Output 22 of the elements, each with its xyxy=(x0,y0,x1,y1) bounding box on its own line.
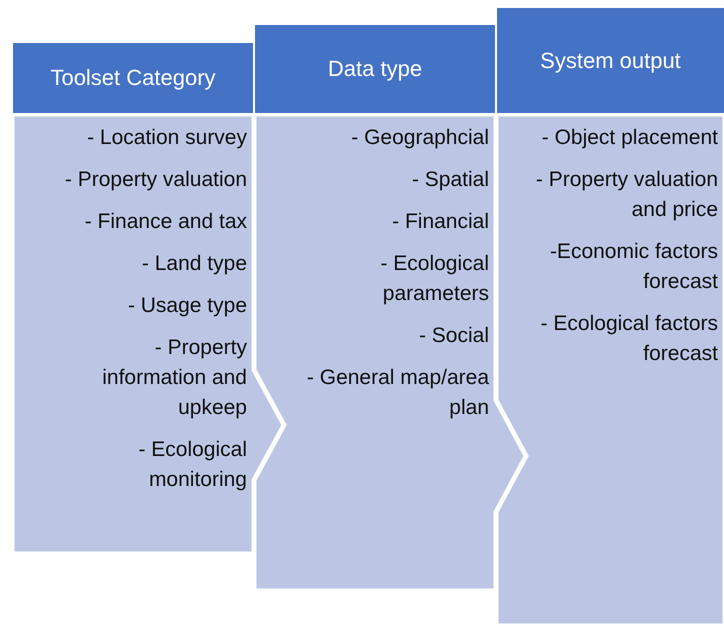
list-item: - Object placement xyxy=(542,125,718,151)
list-item: - Spatial xyxy=(412,167,489,193)
list-item: - Ecological monitoring xyxy=(137,437,247,493)
list-item: - Social xyxy=(418,323,489,349)
list-item: - Location survey xyxy=(87,125,247,151)
list-item: - Land type xyxy=(142,251,247,277)
column-header: Data type xyxy=(255,25,495,113)
process-column xyxy=(255,25,525,590)
list-item: - Usage type xyxy=(128,293,247,319)
list-item: - Property information and upkeep xyxy=(101,335,247,421)
list-item: - Financial xyxy=(392,209,489,235)
column-header: System output xyxy=(497,8,724,113)
list-item: - Ecological factors forecast xyxy=(540,311,718,367)
list-item: - Ecological parameters xyxy=(379,251,489,307)
list-item: - Property valuation xyxy=(64,167,247,193)
list-item: - Finance and tax xyxy=(84,209,247,235)
list-item: - General map/area plan xyxy=(306,365,489,421)
list-item: -Economic factors forecast xyxy=(548,239,718,295)
list-item: - Geographcial xyxy=(351,125,489,151)
list-item: - Property valuation and price xyxy=(534,167,718,223)
process-column xyxy=(497,8,724,625)
column-header: Toolset Category xyxy=(13,43,253,113)
